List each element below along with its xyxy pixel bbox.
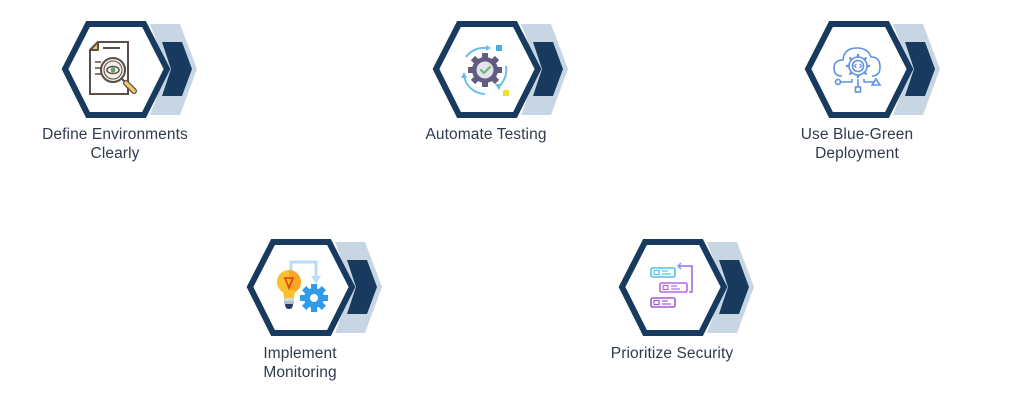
- cloud-code-gear-icon: [833, 47, 882, 93]
- hexagon-frame: [432, 21, 568, 118]
- step-label-automate-testing: Automate Testing: [386, 125, 586, 144]
- label-line: Implement: [263, 345, 337, 362]
- hexagon-frame: [618, 239, 754, 336]
- step-define-environments: [61, 21, 205, 124]
- step-label-implement-monitoring: Implement Monitoring: [200, 344, 400, 382]
- document-inspect-icon: [89, 41, 137, 95]
- step-label-blue-green-deployment: Use Blue-Green Deployment: [757, 125, 957, 163]
- step-automate-testing: [432, 21, 576, 124]
- label-line: Monitoring: [263, 364, 337, 381]
- step-label-define-environments: Define Environments Clearly: [15, 125, 215, 163]
- label-line: Automate Testing: [425, 126, 547, 143]
- lightbulb-gear-icon: [277, 260, 328, 312]
- step-label-prioritize-security: Prioritize Security: [572, 344, 772, 363]
- hexagon-frame: [61, 21, 197, 118]
- hexagon-frame: [246, 239, 382, 336]
- step-prioritize-security: [618, 239, 762, 342]
- label-line: Use Blue-Green: [800, 126, 914, 143]
- label-line: Define Environments: [42, 126, 188, 143]
- step-implement-monitoring: [246, 239, 390, 342]
- step-blue-green-deployment: [804, 21, 948, 124]
- flow-list-icon: [650, 262, 693, 308]
- label-line: Prioritize Security: [610, 345, 734, 362]
- label-line: Deployment: [815, 145, 899, 162]
- label-line: Clearly: [90, 145, 140, 162]
- hexagon-frame: [804, 21, 940, 118]
